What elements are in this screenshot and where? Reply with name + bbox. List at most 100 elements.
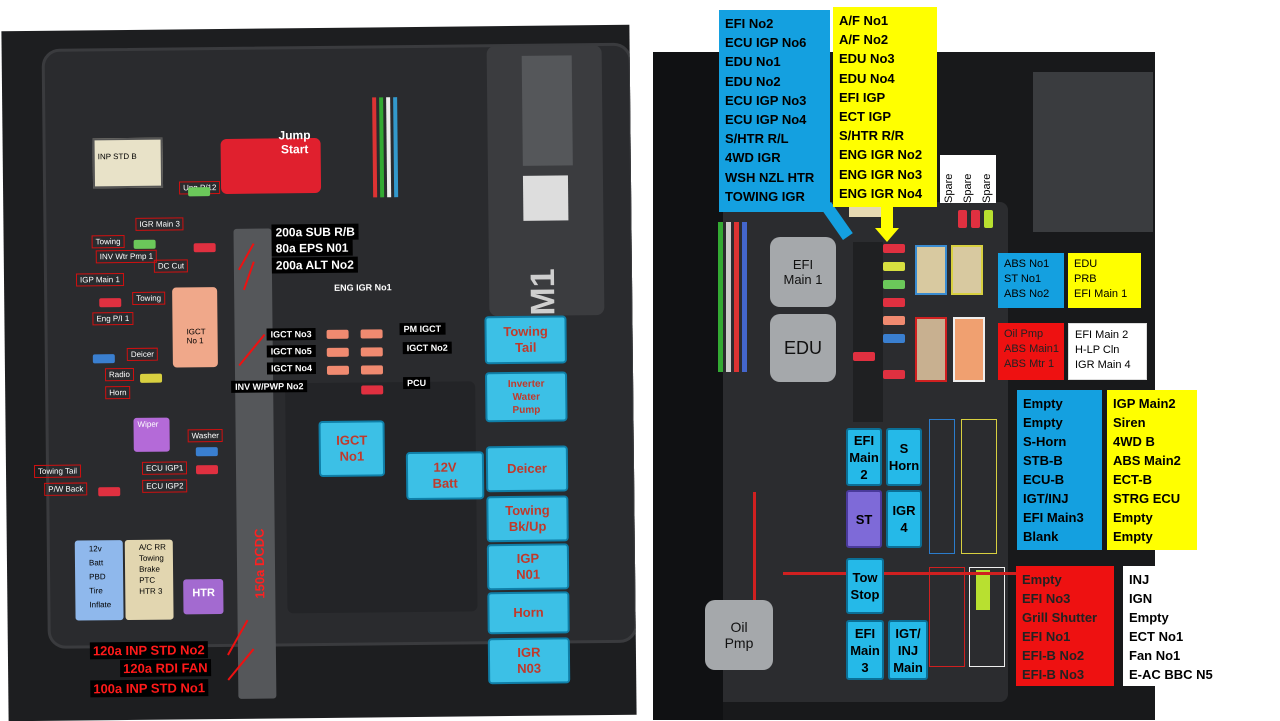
relay-line: EFI bbox=[853, 432, 875, 448]
pcu-label: PCU bbox=[403, 376, 431, 390]
panel-item: ECU IGP No6 bbox=[725, 35, 807, 51]
fuse-blue bbox=[195, 447, 218, 457]
fuse-red bbox=[853, 352, 875, 361]
dc-cut-label: DC Cut bbox=[153, 259, 189, 273]
red-bottom-panel: Empty EFI No3 Grill Shutter EFI No1 EFI-… bbox=[1016, 566, 1114, 686]
panel-item: Empty bbox=[1022, 572, 1062, 587]
panel-item: EDU No4 bbox=[839, 70, 895, 86]
eng-pi1-label: Eng P/I 1 bbox=[92, 311, 134, 326]
wiper-label: Wiper bbox=[137, 419, 159, 429]
relay-line: Towing bbox=[503, 323, 548, 340]
towing-label-2: Towing bbox=[132, 291, 166, 305]
batt-block-label: 12v Batt PBD Tire Inflate bbox=[88, 544, 112, 610]
panel-item: EFI No1 bbox=[1022, 629, 1071, 644]
fuse-green bbox=[133, 239, 156, 249]
panel-item: S/HTR R/R bbox=[839, 128, 904, 144]
panel-item: Oil Pmp bbox=[1004, 328, 1044, 340]
module-marking: M1 bbox=[523, 268, 563, 316]
relay-line: N01 bbox=[516, 566, 541, 582]
relay-efi-main2: EFI Main 2 bbox=[846, 428, 882, 486]
panel-item: Siren bbox=[1113, 415, 1146, 430]
relay-line: EFI bbox=[792, 257, 814, 272]
panel-item: EFI-B No2 bbox=[1022, 648, 1085, 663]
relay-line: Inverter bbox=[507, 378, 545, 390]
relay-line: IGT/ bbox=[895, 625, 921, 641]
panel-item: EDU No2 bbox=[725, 73, 781, 89]
panel-item: IGR Main 4 bbox=[1075, 359, 1131, 371]
panel-item: IGP Main2 bbox=[1113, 396, 1176, 411]
panel-item: EFI Main 2 bbox=[1075, 329, 1129, 341]
fuse-group-white bbox=[969, 567, 1005, 667]
inp-std-b-fuse bbox=[92, 137, 164, 189]
relay-igr4: IGR 4 bbox=[886, 490, 922, 548]
relay-line: Towing bbox=[505, 502, 550, 519]
panel-item: EFI Main3 bbox=[1023, 510, 1084, 525]
fuse-column bbox=[853, 242, 883, 422]
panel-item: WSH NZL HTR bbox=[725, 169, 815, 185]
white-bottom-panel: INJ IGN Empty ECT No1 Fan No1 E-AC BBC N… bbox=[1123, 566, 1223, 686]
panel-item: IGN bbox=[1129, 591, 1153, 606]
cartridge-fuse bbox=[951, 245, 983, 295]
spare-label: Spare bbox=[943, 173, 956, 203]
relay-efi-main1: EFI Main 1 bbox=[770, 237, 836, 307]
panel-item: Grill Shutter bbox=[1022, 610, 1098, 625]
igct-no4-label: IGCT No4 bbox=[266, 362, 317, 375]
fuse-group-red bbox=[929, 567, 965, 667]
igct-no5-label: IGCT No5 bbox=[266, 345, 316, 358]
relay-line: Main bbox=[850, 642, 880, 658]
fuse-red bbox=[883, 298, 905, 307]
ecu-igp1-label: ECU IGP1 bbox=[141, 461, 188, 475]
yellow-top-panel: A/F No1 A/F No2 EDU No3 EDU No4 EFI IGP … bbox=[833, 7, 937, 207]
panel-item: ECU IGP No4 bbox=[725, 112, 807, 128]
panel-item: 4WD B bbox=[1113, 434, 1155, 449]
relay-towing-tail: Towing Tail bbox=[484, 315, 567, 365]
panel-item: S/HTR R/L bbox=[725, 131, 789, 147]
panel-item: ST No1 bbox=[1004, 273, 1042, 285]
fuse-red bbox=[883, 244, 905, 253]
relay-line: 3 bbox=[861, 659, 869, 675]
panel-item: Fan No1 bbox=[1129, 648, 1181, 663]
eng-igr1-label: ENG IGR No1 bbox=[334, 282, 392, 293]
panel-item: EFI-B No3 bbox=[1022, 667, 1085, 682]
fuse-lime bbox=[976, 570, 990, 610]
yellow-mid-panel: IGP Main2 Siren 4WD B ABS Main2 ECT-B ST… bbox=[1107, 390, 1197, 550]
panel-item: Empty bbox=[1023, 415, 1063, 430]
relay-line: Stop bbox=[850, 587, 880, 602]
relay-line: Main bbox=[893, 659, 923, 675]
horn-small-label: Horn bbox=[105, 385, 131, 400]
panel-item: ABS Main2 bbox=[1113, 453, 1181, 468]
panel-item: ABS No1 bbox=[1004, 258, 1050, 270]
pw-back-label: P/W Back bbox=[44, 482, 88, 496]
fuse-pink bbox=[360, 365, 384, 375]
relay-line: No1 bbox=[339, 448, 365, 464]
fuse-green bbox=[188, 187, 211, 197]
relay-line: EDU bbox=[783, 337, 822, 358]
red-small-panel: Oil Pmp ABS Main1 ABS Mtr 1 bbox=[998, 323, 1064, 380]
relay-line: Tail bbox=[514, 339, 537, 355]
cartridge-fuse bbox=[915, 245, 947, 295]
panel-item: PRB bbox=[1074, 273, 1097, 285]
eps-label: 80a EPS N01 bbox=[271, 239, 353, 257]
relay-line: Water bbox=[512, 391, 541, 403]
relay-st: ST bbox=[846, 490, 882, 548]
relay-edu: EDU bbox=[770, 314, 836, 382]
panel-item: IGT/INJ bbox=[1023, 491, 1069, 506]
blue-small-panel: ABS No1 ST No1 ABS No2 bbox=[998, 253, 1064, 308]
relay-12v-batt: 12V Batt bbox=[405, 451, 485, 501]
pm-igct-label: PM IGCT bbox=[399, 322, 446, 336]
panel-item: ECT No1 bbox=[1129, 629, 1184, 644]
inp-std-no2-label: 120a INP STD No2 bbox=[89, 641, 208, 660]
towing-tail-small-label: Towing Tail bbox=[33, 464, 82, 478]
fuse-red bbox=[193, 243, 216, 253]
relay-line: Horn bbox=[888, 458, 920, 473]
inv-wtr-pmp1-label: INV Wtr Pmp 1 bbox=[95, 249, 158, 264]
relay-oil-pmp: Oil Pmp bbox=[705, 600, 773, 670]
washer-label: Washer bbox=[187, 429, 223, 443]
relay-towing-bk-up: Towing Bk/Up bbox=[486, 495, 569, 543]
igct-no3-label: IGCT No3 bbox=[266, 328, 316, 341]
relay-line: 12V bbox=[433, 459, 457, 475]
spare-panel: Spare Spare Spare bbox=[940, 155, 996, 203]
relay-line: Batt bbox=[432, 475, 458, 491]
module-label-plate bbox=[521, 55, 573, 166]
panel-item: Empty bbox=[1129, 610, 1169, 625]
